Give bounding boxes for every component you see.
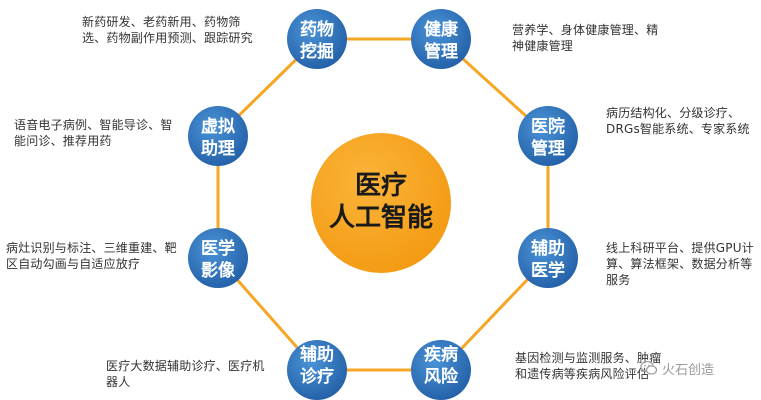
- desc-virtual-assistant: 语音电子病例、智能导诊、智能问诊、推荐用药: [14, 118, 173, 148]
- node-drug-line1: 药物: [300, 19, 334, 40]
- node-hospital-management: 医院 管理: [518, 106, 578, 166]
- desc-disease-risk: 基因检测与监测服务、肿瘤和遗传病等疾病风险评估: [515, 351, 662, 381]
- center-title-line1: 医疗: [355, 170, 407, 201]
- node-assist-diag-line1: 辅助: [300, 344, 334, 365]
- node-drug-line2: 挖掘: [300, 41, 334, 62]
- node-disease-risk: 疾病 风险: [411, 340, 471, 400]
- node-assist-diag-line2: 诊疗: [300, 366, 334, 387]
- node-hospital-line2: 管理: [531, 138, 565, 159]
- desc-assist-diagnosis: 医疗大数据辅助诊疗、医疗机器人: [106, 359, 265, 389]
- desc-hospital-management: 病历结构化、分级诊疗、DRGs智能系统、专家系统: [606, 106, 750, 136]
- watermark-text: 火石创造: [662, 362, 715, 378]
- desc-health-management: 营养学、身体健康管理、精神健康管理: [512, 23, 659, 53]
- center-circle: 医疗 人工智能: [311, 133, 451, 273]
- watermark: 火石创造: [640, 357, 714, 379]
- node-assist-med-line1: 辅助: [531, 238, 565, 259]
- node-virtual-assistant: 虚拟 助理: [188, 106, 248, 166]
- node-medical-imaging: 医学 影像: [188, 228, 248, 288]
- node-health-line1: 健康: [424, 19, 459, 40]
- desc-medical-imaging: 病灶识别与标注、三维重建、靶区自动勾画与自适应放疗: [6, 241, 177, 271]
- desc-drug-mining: 新药研发、老药新用、药物筛选、药物副作用预测、跟踪研究: [82, 15, 253, 45]
- node-assistant-line2: 助理: [201, 138, 235, 159]
- center-title-line2: 人工智能: [329, 202, 433, 233]
- desc-assist-medicine: 线上科研平台、提供GPU计算、算法框架、数据分析等服务: [606, 241, 754, 287]
- node-health-line2: 管理: [424, 41, 458, 62]
- node-assist-med-line2: 医学: [531, 260, 565, 281]
- node-imaging-line2: 影像: [201, 261, 236, 281]
- node-health-management: 健康 管理: [411, 9, 471, 69]
- node-disease-line2: 风险: [424, 366, 459, 387]
- node-hospital-line1: 医院: [531, 116, 565, 137]
- node-imaging-line1: 医学: [201, 238, 235, 259]
- node-disease-line1: 疾病: [424, 344, 458, 365]
- node-drug-mining: 药物 挖掘: [287, 9, 347, 69]
- node-assistant-line1: 虚拟: [201, 116, 235, 137]
- wechat-icon: [640, 359, 658, 377]
- node-assist-diagnosis: 辅助 诊疗: [287, 340, 347, 400]
- node-assist-medicine: 辅助 医学: [518, 228, 578, 288]
